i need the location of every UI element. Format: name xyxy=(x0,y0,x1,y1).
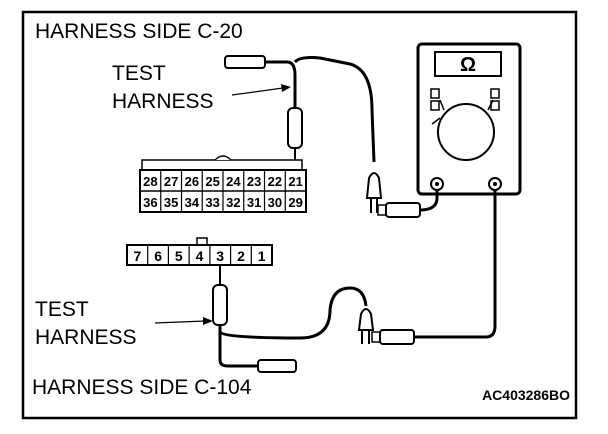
test-harness-top-label-line1: TEST xyxy=(112,62,166,85)
bottom-test-harness-probe xyxy=(212,265,368,373)
figure-code: AC403286BO xyxy=(482,387,570,403)
bottom-test-harness-leader-arrow xyxy=(154,317,213,325)
c20-pin-23: 23 xyxy=(247,174,261,189)
harness-side-c20-label: HARNESS SIDE C-20 xyxy=(35,20,243,43)
ohmmeter: Ω xyxy=(416,42,522,196)
c104-pin-3: 3 xyxy=(216,248,224,264)
c20-pin-26: 26 xyxy=(185,174,199,189)
c104-pin-7: 7 xyxy=(134,248,142,264)
c104-pin-1: 1 xyxy=(258,248,266,264)
c20-pin-25: 25 xyxy=(205,174,219,189)
lower-meter-lead xyxy=(357,190,497,345)
test-harness-bottom-label-line2: HARNESS xyxy=(35,326,137,349)
c104-pin-4: 4 xyxy=(196,248,204,264)
top-test-harness-leader-arrow xyxy=(231,84,291,96)
meter-dial xyxy=(437,103,495,161)
c104-pin-2: 2 xyxy=(237,248,245,264)
ohm-symbol-icon: Ω xyxy=(460,54,476,76)
figure-frame xyxy=(21,10,578,420)
meter-button-1 xyxy=(430,88,440,99)
meter-button-2 xyxy=(430,100,440,111)
test-harness-bottom-label-line1: TEST xyxy=(35,298,89,321)
meter-button-3 xyxy=(490,88,500,99)
top-test-harness-probe xyxy=(224,55,376,172)
c20-pin-33: 33 xyxy=(205,195,219,210)
c104-pin-6: 6 xyxy=(154,248,162,264)
c20-pin-22: 22 xyxy=(268,174,282,189)
c20-pin-36: 36 xyxy=(143,195,157,210)
c20-pin-29: 29 xyxy=(288,195,302,210)
c20-pin-21: 21 xyxy=(288,174,302,189)
c20-pin-28: 28 xyxy=(143,174,157,189)
c20-pin-34: 34 xyxy=(185,195,200,210)
c20-pin-35: 35 xyxy=(164,195,178,210)
connector-c20: 28 27 26 25 24 23 22 21 36 35 34 33 32 3… xyxy=(139,155,307,213)
c20-pin-32: 32 xyxy=(226,195,240,210)
c20-pin-30: 30 xyxy=(268,195,282,210)
c20-pin-27: 27 xyxy=(164,174,178,189)
meter-display xyxy=(434,51,502,77)
upper-meter-lead xyxy=(365,172,439,218)
c20-pin-31: 31 xyxy=(247,195,261,210)
c104-pin-5: 5 xyxy=(175,248,183,264)
connector-c104: 7 6 5 4 3 2 1 xyxy=(126,237,273,266)
c20-pin-24: 24 xyxy=(226,174,241,189)
test-harness-top-label-line2: HARNESS xyxy=(112,90,214,113)
harness-side-c104-label: HARNESS SIDE C-104 xyxy=(32,376,252,399)
